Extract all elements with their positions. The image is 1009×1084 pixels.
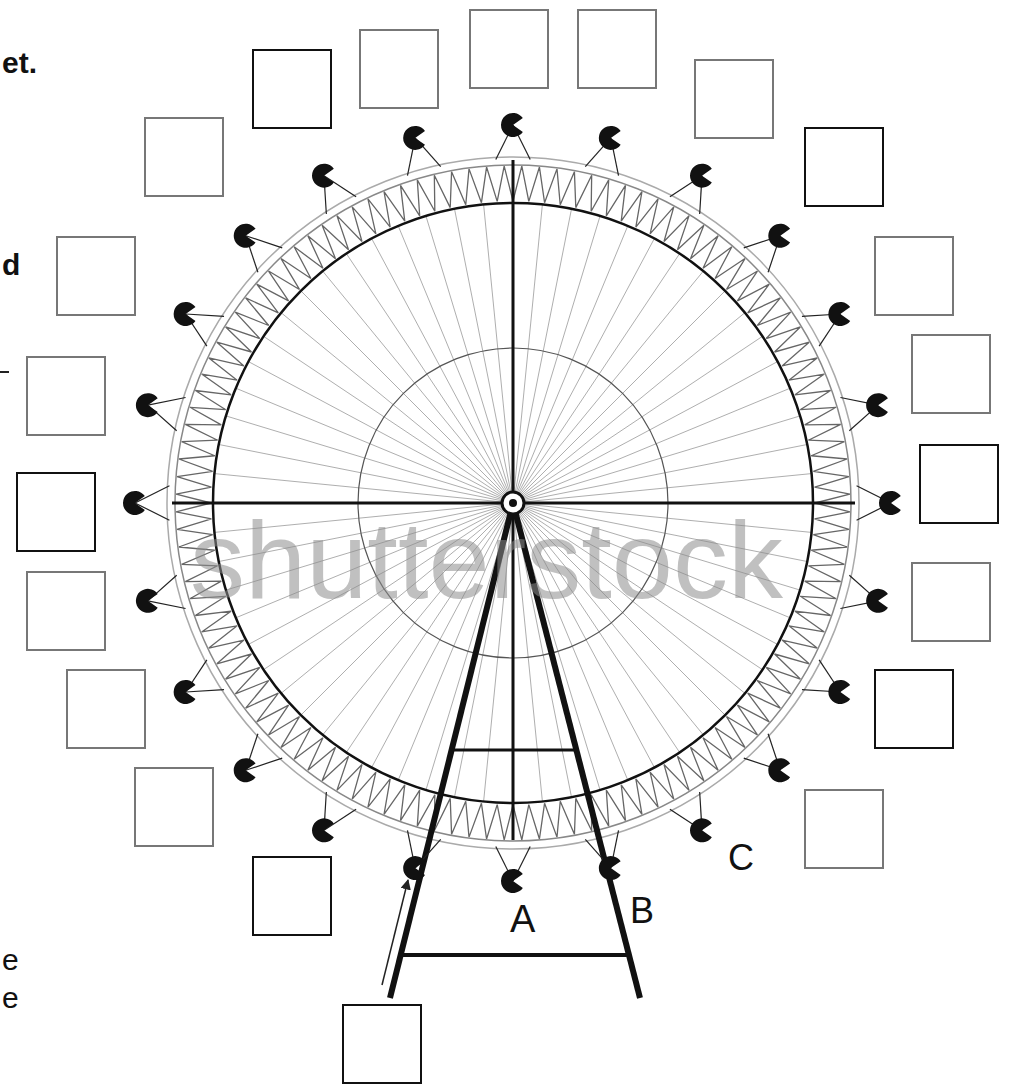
answer-box	[360, 30, 438, 108]
answer-box	[875, 670, 953, 748]
answer-box	[145, 118, 223, 196]
answer-box	[27, 572, 105, 650]
spoke	[346, 254, 506, 493]
spoke	[524, 362, 778, 498]
text-fragment: et.	[2, 48, 37, 78]
spoke	[515, 209, 571, 491]
answer-box	[253, 857, 331, 935]
capsule	[403, 126, 425, 150]
capsule	[136, 393, 158, 417]
spoke	[521, 291, 725, 495]
text-fragment: e	[2, 983, 19, 1013]
answer-box	[912, 335, 990, 413]
answer-box	[57, 237, 135, 315]
capsule	[234, 224, 256, 248]
capsule	[866, 589, 888, 613]
spoke	[301, 291, 505, 495]
capsule	[234, 758, 256, 782]
text-fragment-dash	[0, 371, 9, 373]
leg-crossbar	[398, 953, 628, 957]
spoke	[454, 209, 510, 491]
watermark: shutterstock	[190, 505, 783, 615]
answer-box	[253, 50, 331, 128]
answer-box	[920, 445, 998, 523]
capsule	[501, 869, 523, 893]
spoke	[521, 271, 704, 494]
capsule	[174, 302, 196, 326]
capsule	[123, 491, 145, 515]
spoke	[523, 336, 762, 496]
spoke	[524, 416, 800, 500]
spoke	[525, 444, 807, 500]
capsule	[866, 393, 888, 417]
answer-box	[343, 1005, 421, 1083]
answer-boxes	[17, 10, 998, 1083]
spoke	[219, 444, 501, 500]
answer-box	[470, 10, 548, 88]
capsule-hanger	[186, 690, 224, 692]
spoke	[516, 216, 600, 492]
pointer-arrow	[382, 880, 408, 985]
answer-box	[805, 790, 883, 868]
capsule	[174, 680, 196, 704]
capsule	[403, 856, 425, 880]
answer-box	[912, 563, 990, 641]
answer-box	[17, 473, 95, 551]
spoke	[323, 271, 506, 494]
answer-box	[27, 357, 105, 435]
capsule	[312, 818, 334, 842]
capsule	[599, 126, 621, 150]
capsule-hanger	[186, 314, 224, 316]
capsule	[828, 680, 850, 704]
spoke	[426, 216, 510, 492]
spoke	[524, 388, 790, 498]
capsule	[690, 164, 712, 188]
capsule	[501, 113, 523, 137]
capsule-letter: B	[630, 893, 654, 929]
spoke	[226, 416, 502, 500]
answer-box	[135, 768, 213, 846]
answer-box	[67, 670, 145, 748]
capsule	[768, 224, 790, 248]
leg-crossbar	[452, 749, 575, 752]
capsule	[690, 818, 712, 842]
capsule	[599, 856, 621, 880]
capsule	[879, 491, 901, 515]
text-fragment: d	[2, 250, 20, 280]
answer-box	[875, 237, 953, 315]
spoke	[281, 313, 504, 496]
capsule-letter: C	[728, 840, 754, 876]
answer-box	[805, 128, 883, 206]
capsule	[136, 589, 158, 613]
spoke	[522, 313, 745, 496]
spoke	[518, 226, 628, 492]
text-fragment: e	[2, 945, 19, 975]
spoke	[398, 226, 508, 492]
capsule	[312, 164, 334, 188]
spoke	[372, 238, 508, 492]
capsules	[123, 113, 901, 893]
capsule	[768, 758, 790, 782]
answer-box	[695, 60, 773, 138]
capsule	[828, 302, 850, 326]
spoke	[236, 388, 502, 498]
rim-outer-edge	[167, 157, 859, 849]
capsule-letter: A	[510, 900, 535, 938]
answer-box	[578, 10, 656, 88]
